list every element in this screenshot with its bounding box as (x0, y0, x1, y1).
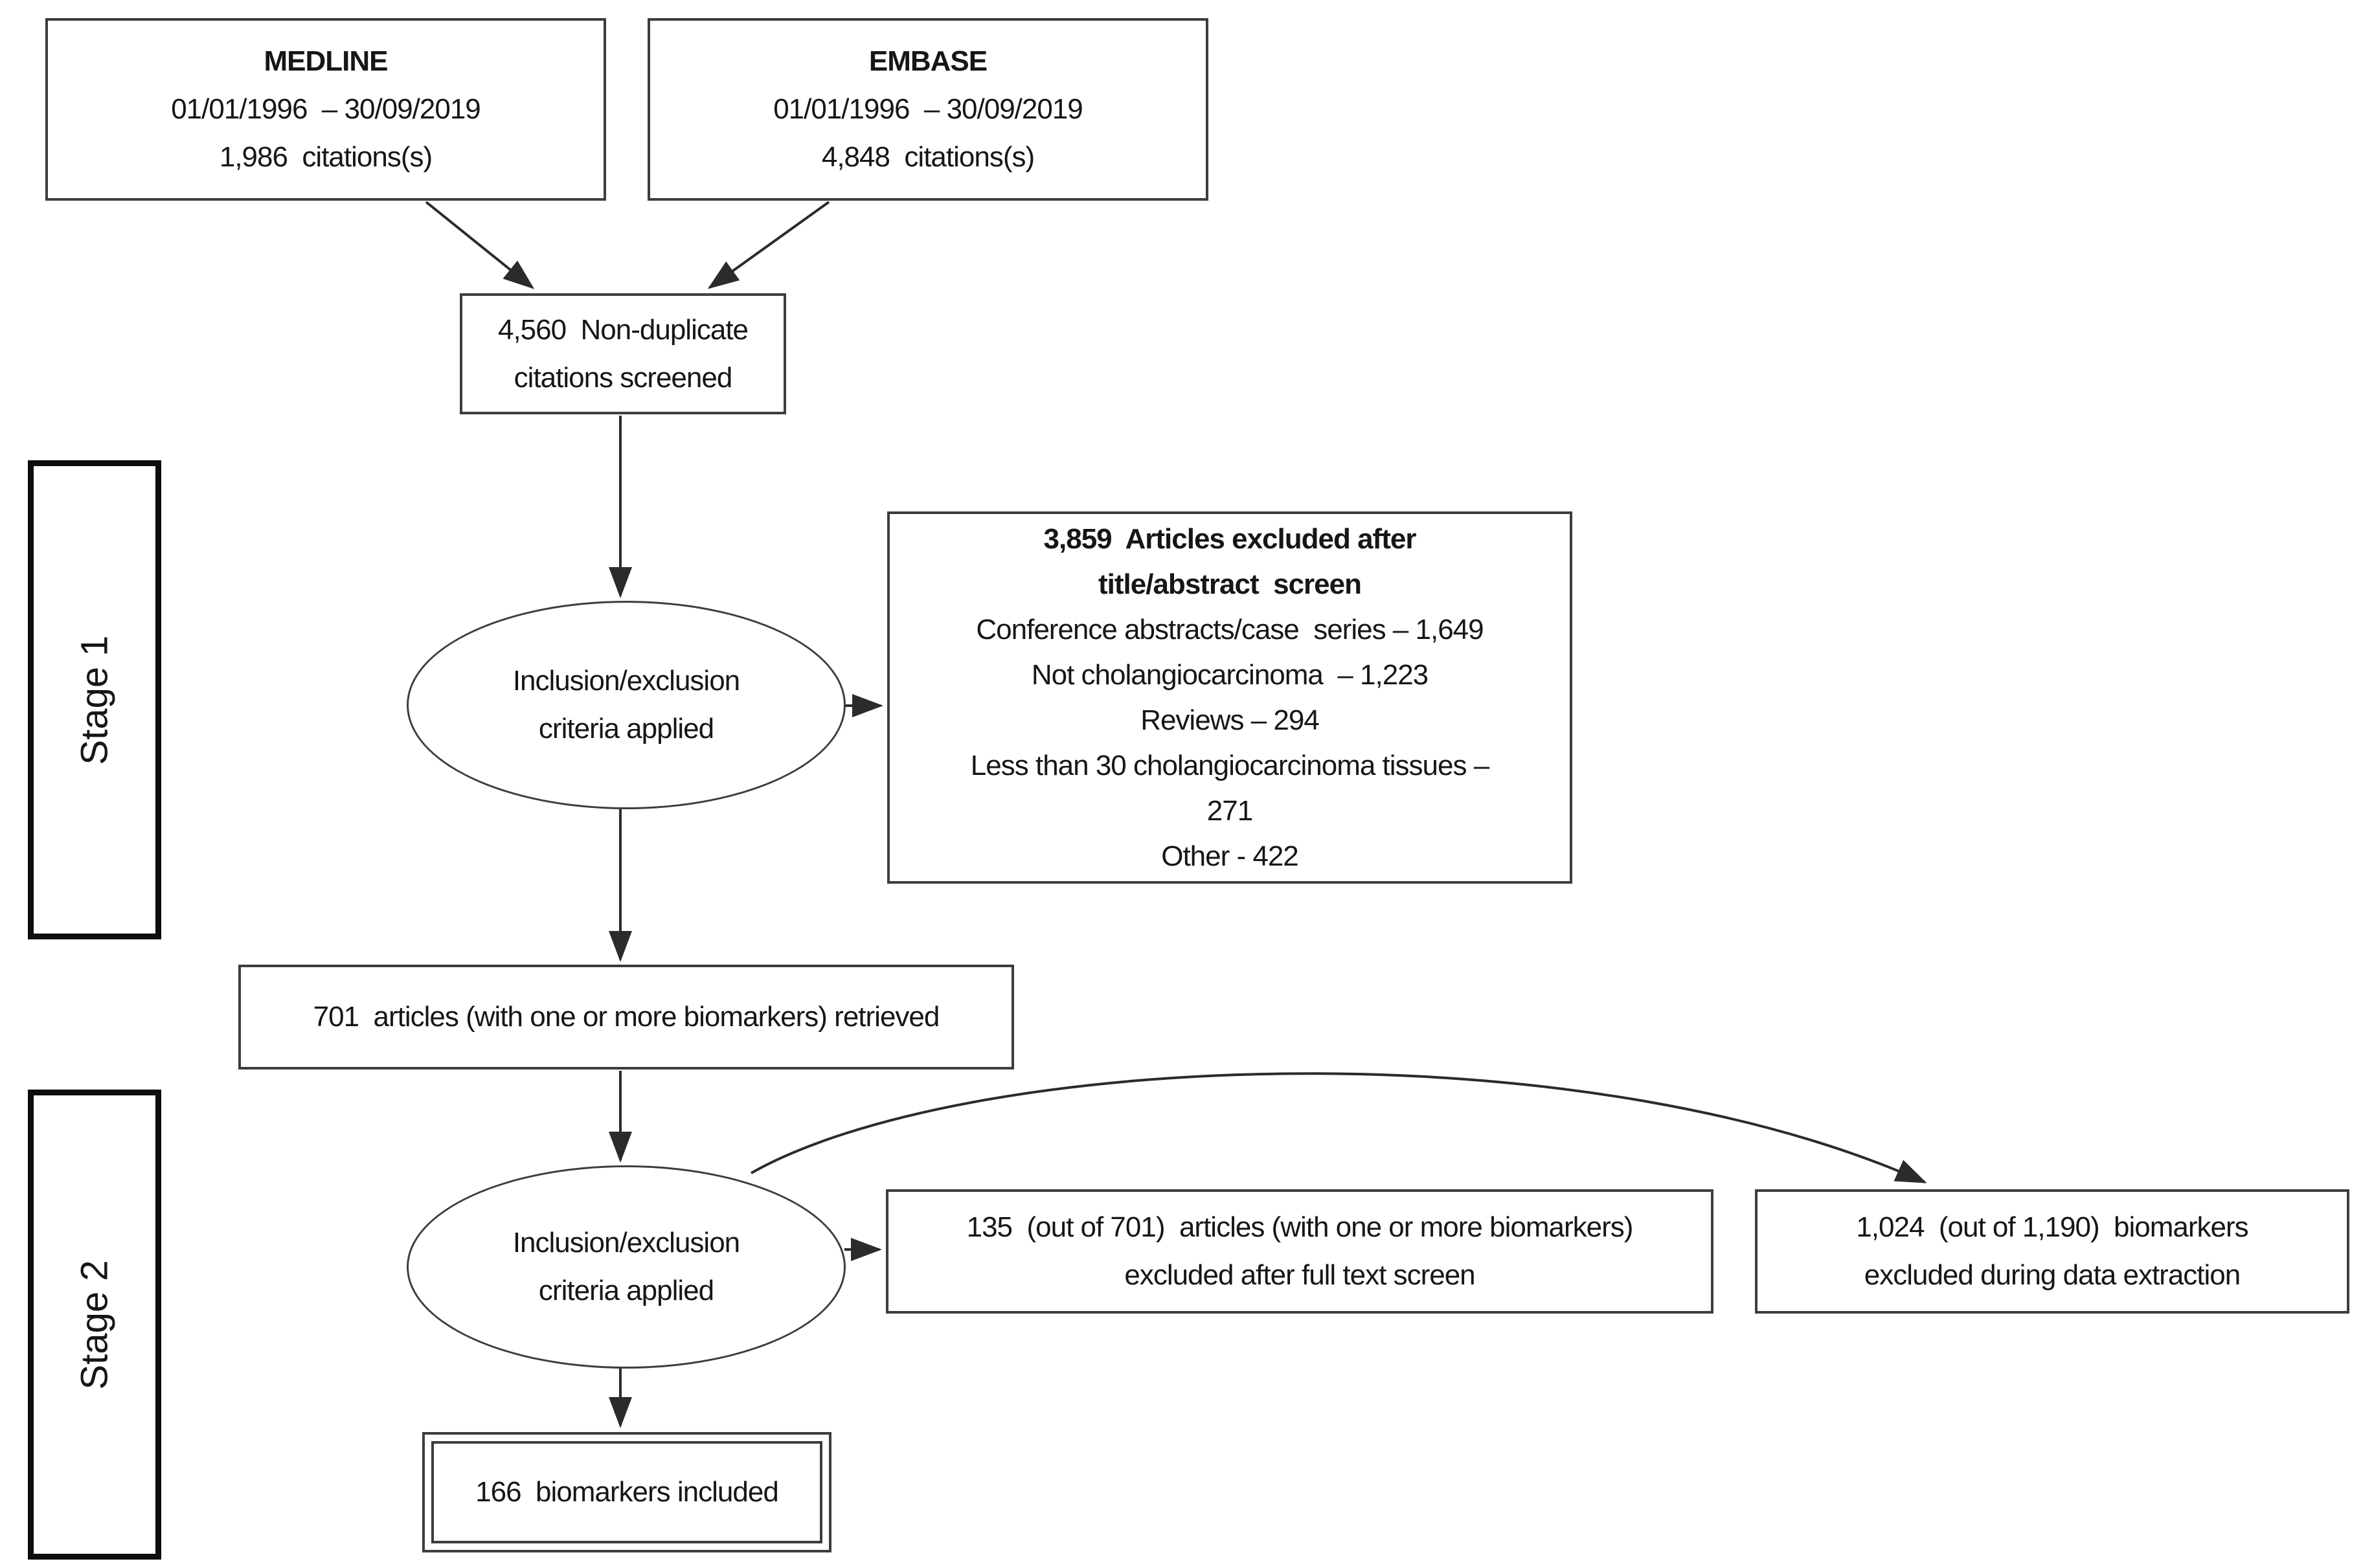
excluded-data-extraction-box: 1,024 (out of 1,190) biomarkers excluded… (1755, 1189, 2349, 1314)
medline-citation-count: 1,986 citations(s) (219, 141, 433, 173)
embase-source-box: EMBASE 01/01/1996 – 30/09/2019 4,848 cit… (648, 18, 1208, 201)
excluded-title-abstract-box: 3,859 Articles excluded after title/abst… (887, 511, 1572, 884)
excluded1-heading1: 3,859 Articles excluded after (1043, 522, 1417, 555)
articles-retrieved-box: 701 articles (with one or more biomarker… (238, 965, 1014, 1070)
criteria-applied-ellipse-stage1: Inclusion/exclusion criteria applied (407, 601, 846, 809)
embase-title: EMBASE (868, 45, 988, 77)
screened-citations-box: 4,560 Non-duplicate citations screened (460, 293, 786, 414)
arrow-embase-to-screened (707, 201, 830, 289)
screened-line2: citations screened (514, 361, 733, 394)
stage1-label-box: Stage 1 (28, 460, 161, 939)
medline-period: 01/01/1996 – 30/09/2019 (171, 93, 481, 125)
criteria-applied-ellipse-stage2: Inclusion/exclusion criteria applied (407, 1165, 846, 1369)
exclusion-reason: Not cholangiocarcinoma – 1,223 (1031, 658, 1429, 691)
exclusion-reason: Less than 30 cholangiocarcinoma tissues … (970, 749, 1489, 781)
criteria2-line1: Inclusion/exclusion (512, 1227, 740, 1259)
excluded2-line2: excluded after full text screen (1124, 1259, 1475, 1291)
excluded3-line1: 1,024 (out of 1,190) biomarkers (1856, 1211, 2248, 1243)
medline-title: MEDLINE (264, 45, 389, 77)
embase-period: 01/01/1996 – 30/09/2019 (773, 93, 1083, 125)
biomarkers-included-inner-frame: 166 biomarkers included (431, 1441, 822, 1543)
stage2-label-box: Stage 2 (28, 1090, 161, 1560)
excluded-full-text-box: 135 (out of 701) articles (with one or m… (886, 1189, 1713, 1314)
medline-source-box: MEDLINE 01/01/1996 – 30/09/2019 1,986 ci… (45, 18, 606, 201)
stage2-label: Stage 2 (73, 1260, 116, 1389)
criteria2-line2: criteria applied (538, 1275, 714, 1306)
excluded1-heading2: title/abstract screen (1098, 568, 1362, 600)
excluded2-line1: 135 (out of 701) articles (with one or m… (966, 1211, 1634, 1243)
arrow-medline-to-screened (425, 201, 535, 289)
criteria1-line1: Inclusion/exclusion (512, 665, 740, 697)
exclusion-reason: Conference abstracts/case series – 1,649 (976, 613, 1484, 645)
retrieved-text: 701 articles (with one or more biomarker… (313, 1001, 940, 1033)
excluded3-line2: excluded during data extraction (1864, 1259, 2241, 1291)
included-text: 166 biomarkers included (475, 1476, 779, 1508)
screened-line1: 4,560 Non-duplicate (497, 313, 749, 346)
criteria1-line2: criteria applied (538, 713, 714, 745)
exclusion-reason: Other - 422 (1161, 840, 1299, 872)
exclusion-reason: 271 (1206, 794, 1253, 827)
arrow-criteria2-to-excluded-data-extraction (751, 1072, 1927, 1183)
exclusion-reason: Reviews – 294 (1140, 704, 1320, 736)
stage1-label: Stage 1 (73, 635, 116, 765)
biomarkers-included-box: 166 biomarkers included (422, 1432, 831, 1552)
embase-citation-count: 4,848 citations(s) (821, 141, 1035, 173)
